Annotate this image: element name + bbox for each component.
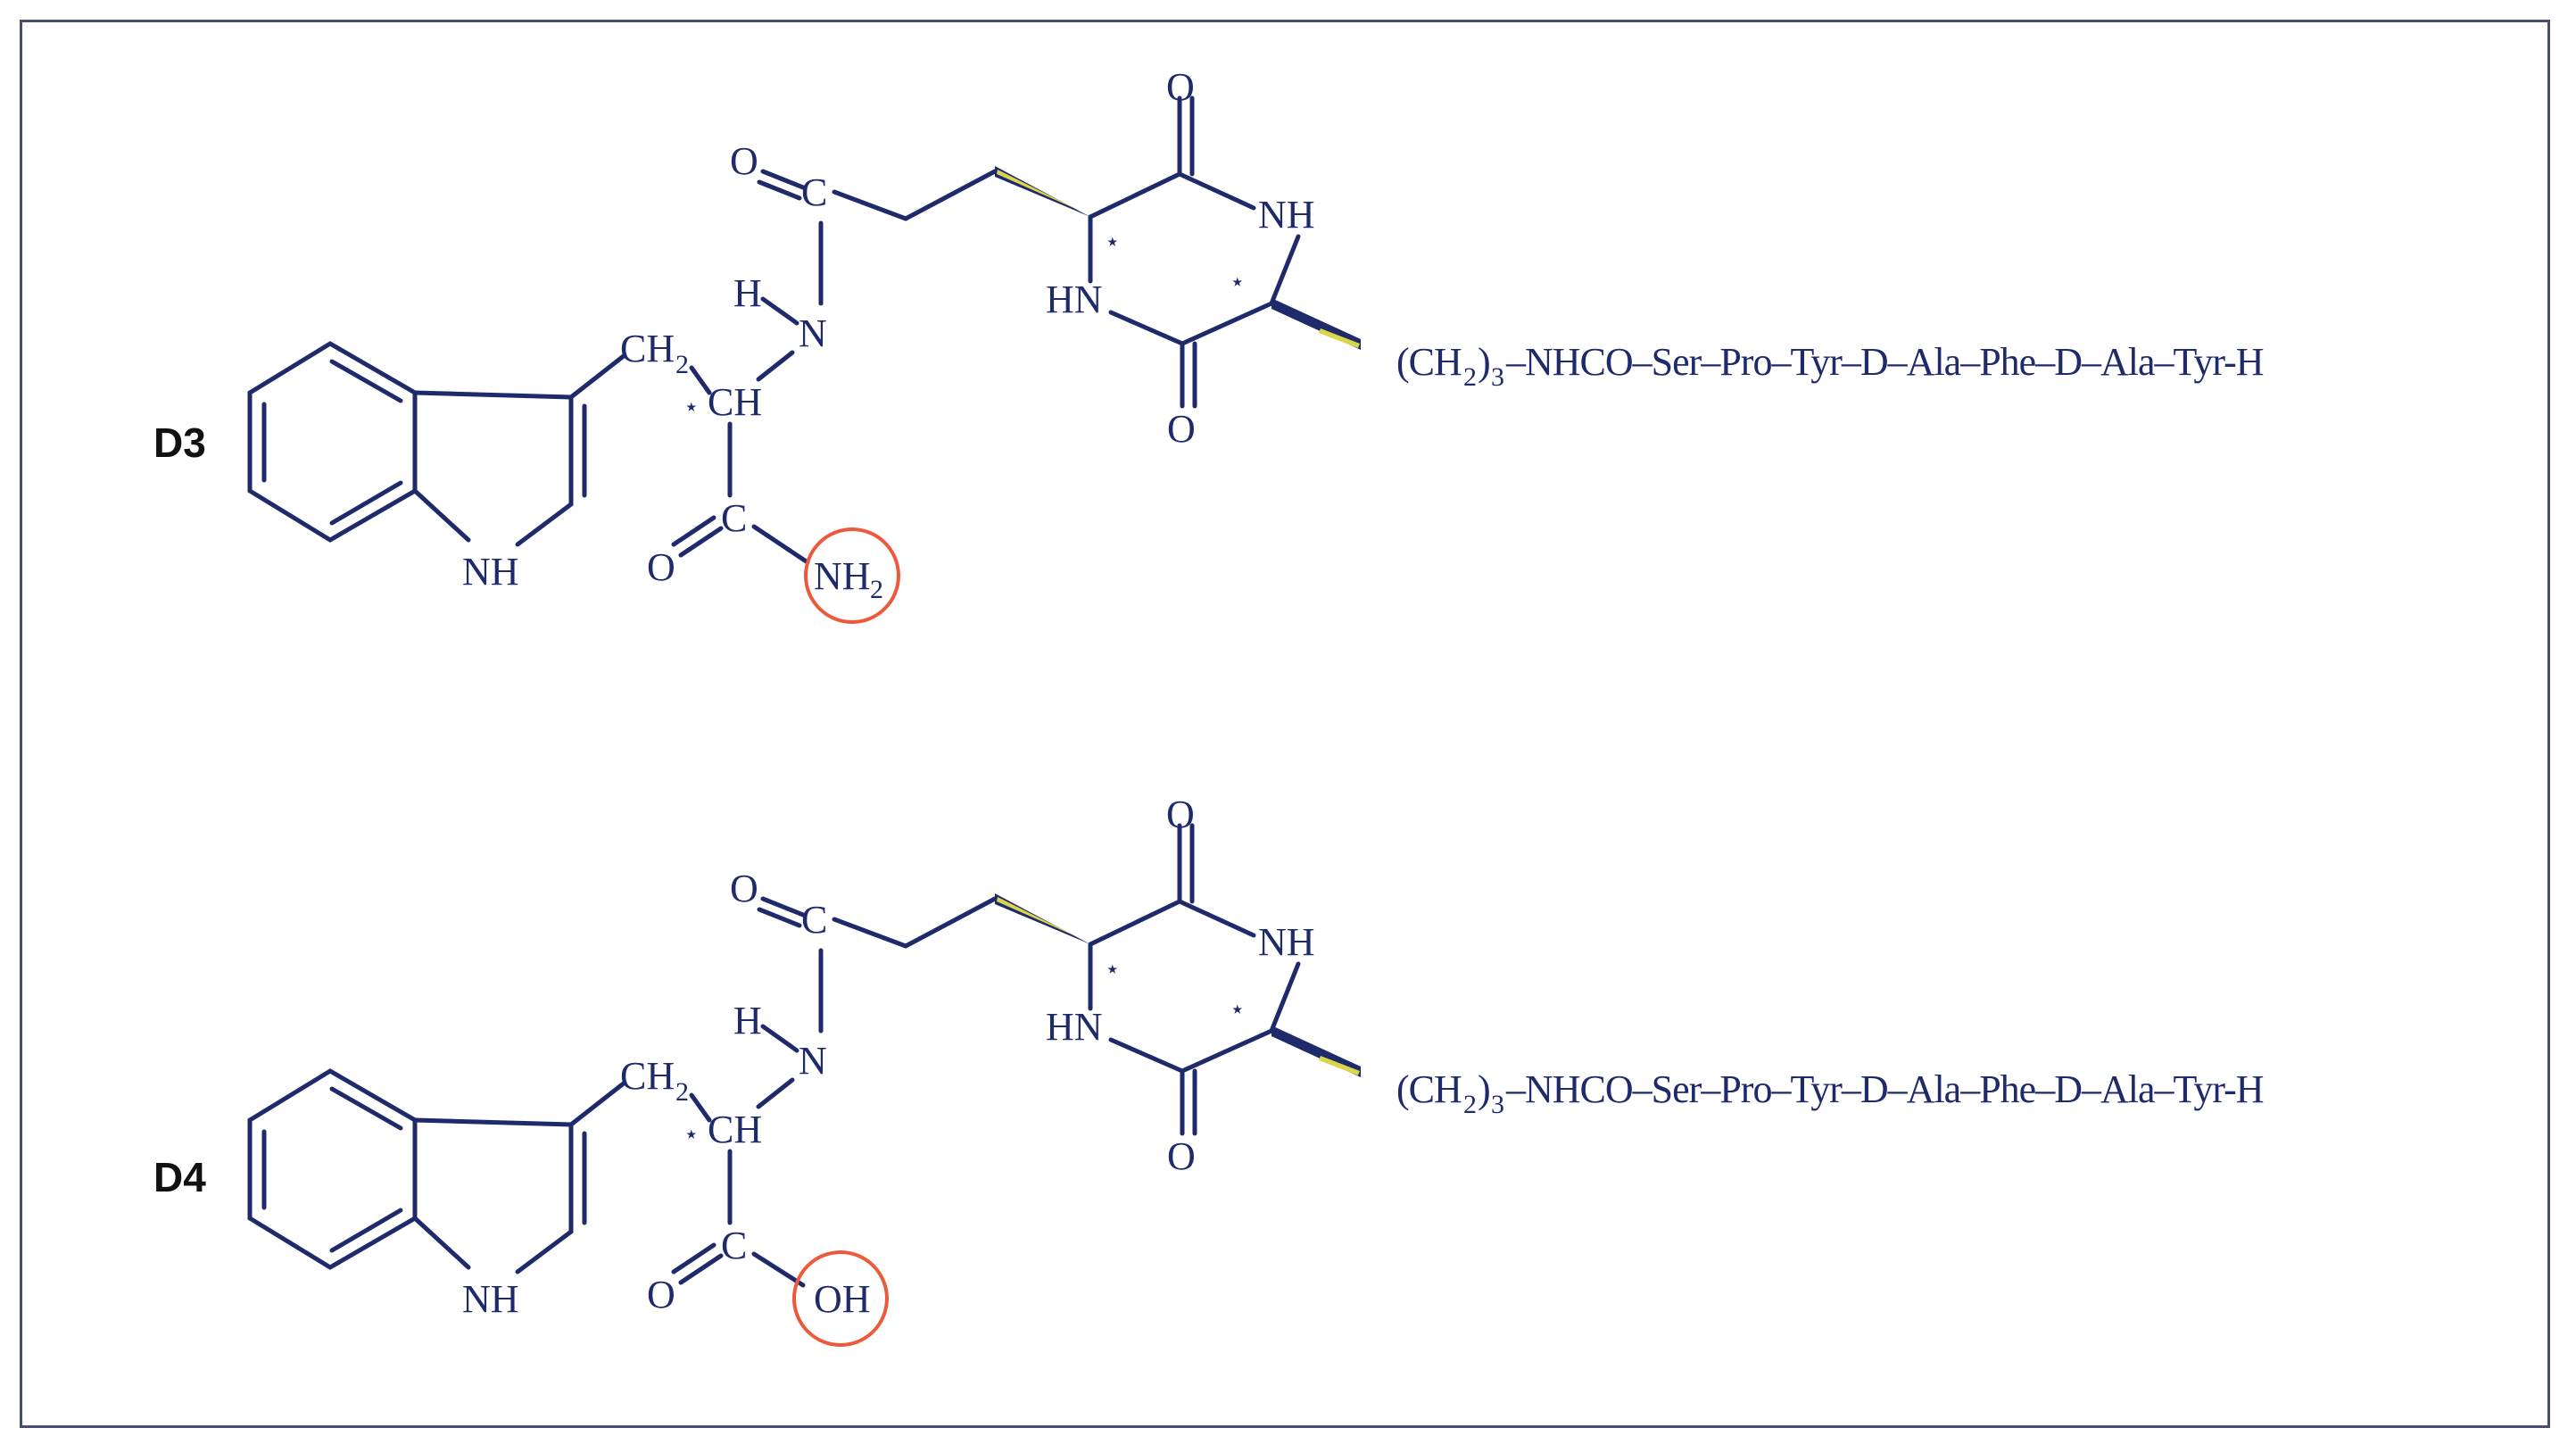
chain-prefix-sub2-d4: 3 [1491, 1090, 1504, 1119]
terminal-atom-d3: NH [814, 554, 871, 598]
amide-n-d3: N [799, 311, 827, 355]
peptide-chain-d4: (CH 2 ) 3 –NHCO–Ser–Pro–Tyr–D–Ala–Phe–D–… [1396, 1067, 2265, 1119]
terminal-group-d3: NH 2 [804, 527, 900, 624]
amide-n-d4: N [799, 1039, 827, 1083]
ch2-sub-d4: 2 [675, 1077, 689, 1107]
figure-frame [20, 20, 2550, 1428]
stereo-star-ring1-d3: ⋆ [1105, 227, 1121, 256]
peptide-chain-d3: (CH 2 ) 3 –NHCO–Ser–Pro–Tyr–D–Ala–Phe–D–… [1396, 340, 2265, 392]
ch2-sub-d3: 2 [675, 350, 689, 379]
stereo-star-ch-d4: ⋆ [683, 1119, 700, 1149]
carboxyl-c-d4: C [721, 1224, 747, 1267]
chain-sequence-d4: –NHCO–Ser–Pro–Tyr–D–Ala–Phe–D–Ala–Tyr-H [1505, 1067, 2264, 1111]
compound-d3: D3 NH CH 2 ⋆ CH N H C O [153, 65, 2265, 624]
diketopiperazine-ring-d3: O NH O HN ⋆ ⋆ [1046, 65, 1361, 451]
chain-prefix-sub-d4: 2 [1463, 1090, 1477, 1119]
chain-prefix-d3: (CH [1396, 340, 1462, 384]
amide-h-d4: H [733, 999, 762, 1042]
diketopiperazine-ring-d4: O NH O HN ⋆ ⋆ [1046, 793, 1361, 1178]
stereo-star-ring1-d4: ⋆ [1105, 954, 1121, 984]
chain-prefix-sub-d3: 2 [1463, 362, 1477, 392]
amide-h-d3: H [733, 271, 762, 315]
indole-ring-d4: NH [247, 1068, 627, 1321]
side-chain-o-d4: O [730, 867, 758, 910]
side-chain-o-d3: O [730, 139, 758, 183]
alpha-ch-d4: CH [708, 1108, 762, 1151]
side-chain-c-d4: C [801, 898, 827, 942]
ring-o-bottom-d3: O [1167, 407, 1196, 451]
carboxyl-o-d4: O [647, 1273, 675, 1316]
ring-nh-d4: NH [1258, 920, 1315, 964]
highlight-circle-d4 [792, 1250, 889, 1347]
indole-nh-d4: NH [462, 1277, 519, 1321]
compound-label-d3: D3 [153, 419, 206, 466]
terminal-group-d4: OH [792, 1250, 889, 1347]
alpha-ch-d3: CH [708, 380, 762, 424]
side-chain-c-d3: C [801, 170, 827, 214]
terminal-sub-d3: 2 [870, 575, 883, 604]
highlight-circle-d3 [804, 527, 900, 624]
chain-sequence-d3: –NHCO–Ser–Pro–Tyr–D–Ala–Phe–D–Ala–Tyr-H [1505, 340, 2264, 384]
ring-o-bottom-d4: O [1167, 1134, 1196, 1178]
compound-d4: D4 NH CH 2 ⋆ CH N H C O [153, 793, 2265, 1347]
chain-prefix-d4: (CH [1396, 1067, 1462, 1111]
terminal-atom-d4: OH [814, 1277, 871, 1321]
ring-hn-d4: HN [1046, 1005, 1103, 1049]
stereo-star-ring2-d4: ⋆ [1230, 994, 1246, 1024]
carboxamide-o-d3: O [647, 545, 675, 589]
ch2-d4: CH [620, 1054, 675, 1098]
indole-ring-d3: NH [247, 341, 627, 594]
stereo-star-ring2-d3: ⋆ [1230, 267, 1246, 296]
carboxamide-c-d3: C [721, 496, 747, 540]
stereo-star-ch-d3: ⋆ [683, 392, 700, 421]
chain-prefix-close-d3: ) [1478, 340, 1490, 384]
compound-label-d4: D4 [153, 1154, 206, 1200]
chain-prefix-sub2-d3: 3 [1491, 362, 1504, 392]
ch2-d3: CH [620, 327, 675, 370]
ring-o-top-d3: O [1166, 65, 1195, 109]
ring-o-top-d4: O [1166, 793, 1195, 836]
indole-nh-d3: NH [462, 550, 519, 594]
ring-hn-d3: HN [1046, 278, 1103, 321]
chain-prefix-close-d4: ) [1478, 1067, 1490, 1111]
ring-nh-d3: NH [1258, 193, 1315, 237]
